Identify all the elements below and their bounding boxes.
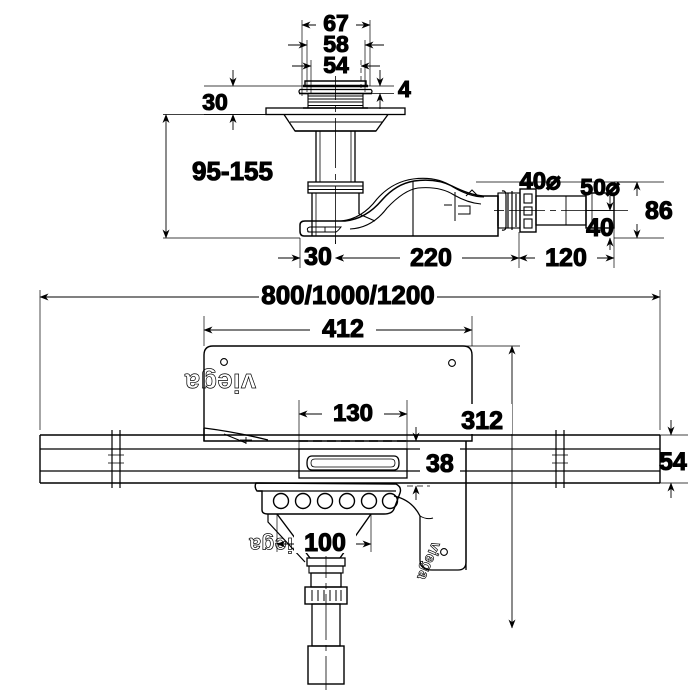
outlet-pipe-stack xyxy=(304,556,348,690)
viega-logo-housing: viega xyxy=(184,368,257,399)
channel-slot-opening xyxy=(298,440,408,479)
dim-label-30-top: 30 xyxy=(202,89,228,115)
dim-label-100: 100 xyxy=(304,529,346,557)
dimension-95-155: 95-155 xyxy=(162,114,300,239)
dim-label-54-rail: 54 xyxy=(659,448,687,476)
dimension-50-diameter: 50⌀ xyxy=(580,173,621,200)
dimension-67: 67 xyxy=(301,9,371,96)
dimension-120: 120 xyxy=(518,228,615,273)
dim-label-67: 67 xyxy=(323,10,349,36)
dimension-412: 412 xyxy=(203,314,473,346)
dim-label-4: 4 xyxy=(398,76,411,102)
dimension-58: 58 xyxy=(288,30,384,92)
siphon-trap-body xyxy=(299,177,499,237)
dim-label-58: 58 xyxy=(323,31,349,57)
dim-label-220: 220 xyxy=(410,244,452,272)
side-elevation-view: 67 58 54 4 xyxy=(162,9,673,273)
dim-label-overall-length: 800/1000/1200 xyxy=(261,280,435,310)
support-bracket xyxy=(393,441,467,571)
dimension-312: 312 xyxy=(461,345,520,629)
dimension-overall-length: 800/1000/1200 xyxy=(39,279,661,430)
dim-label-54: 54 xyxy=(323,52,349,78)
dimension-130: 130 xyxy=(298,399,408,452)
dimension-220: 220 xyxy=(335,232,520,273)
dim-label-120: 120 xyxy=(545,244,587,272)
dimension-100: 100 xyxy=(276,514,372,558)
dim-label-312: 312 xyxy=(461,407,503,435)
dimension-38: 38 xyxy=(407,427,460,500)
dim-label-50-dia: 50⌀ xyxy=(580,174,620,200)
dimension-30-bottom: 30 xyxy=(278,238,357,272)
viega-logo-bracket-text: viega xyxy=(413,539,444,583)
dimension-86: 86 xyxy=(614,181,673,239)
riser-pipe xyxy=(307,131,364,236)
dim-label-40-dia: 40⌀ xyxy=(519,168,561,195)
dim-label-40-height: 40 xyxy=(586,214,614,242)
dimension-54-rail: 54 xyxy=(658,420,688,498)
dimension-4: 4 xyxy=(366,70,412,109)
dim-label-86: 86 xyxy=(645,197,673,225)
dimension-40-diameter: 40⌀ xyxy=(476,167,636,196)
dim-label-30-bottom: 30 xyxy=(304,243,332,271)
dimension-30-top: 30 xyxy=(202,70,303,130)
plan-section-view: viega viega viega 800/1000/1200 412 xyxy=(39,279,688,690)
dim-label-130: 130 xyxy=(333,400,373,427)
viega-logo-bracket: viega xyxy=(413,539,445,583)
dimension-40-height: 40 xyxy=(586,196,628,250)
dimension-54-cap: 54 xyxy=(292,51,380,93)
dim-label-38: 38 xyxy=(426,450,454,478)
viega-logo-housing-text: viega xyxy=(184,368,256,398)
dim-label-412: 412 xyxy=(322,315,364,343)
dim-label-95-155: 95-155 xyxy=(192,156,273,186)
housing-plate xyxy=(203,345,473,444)
